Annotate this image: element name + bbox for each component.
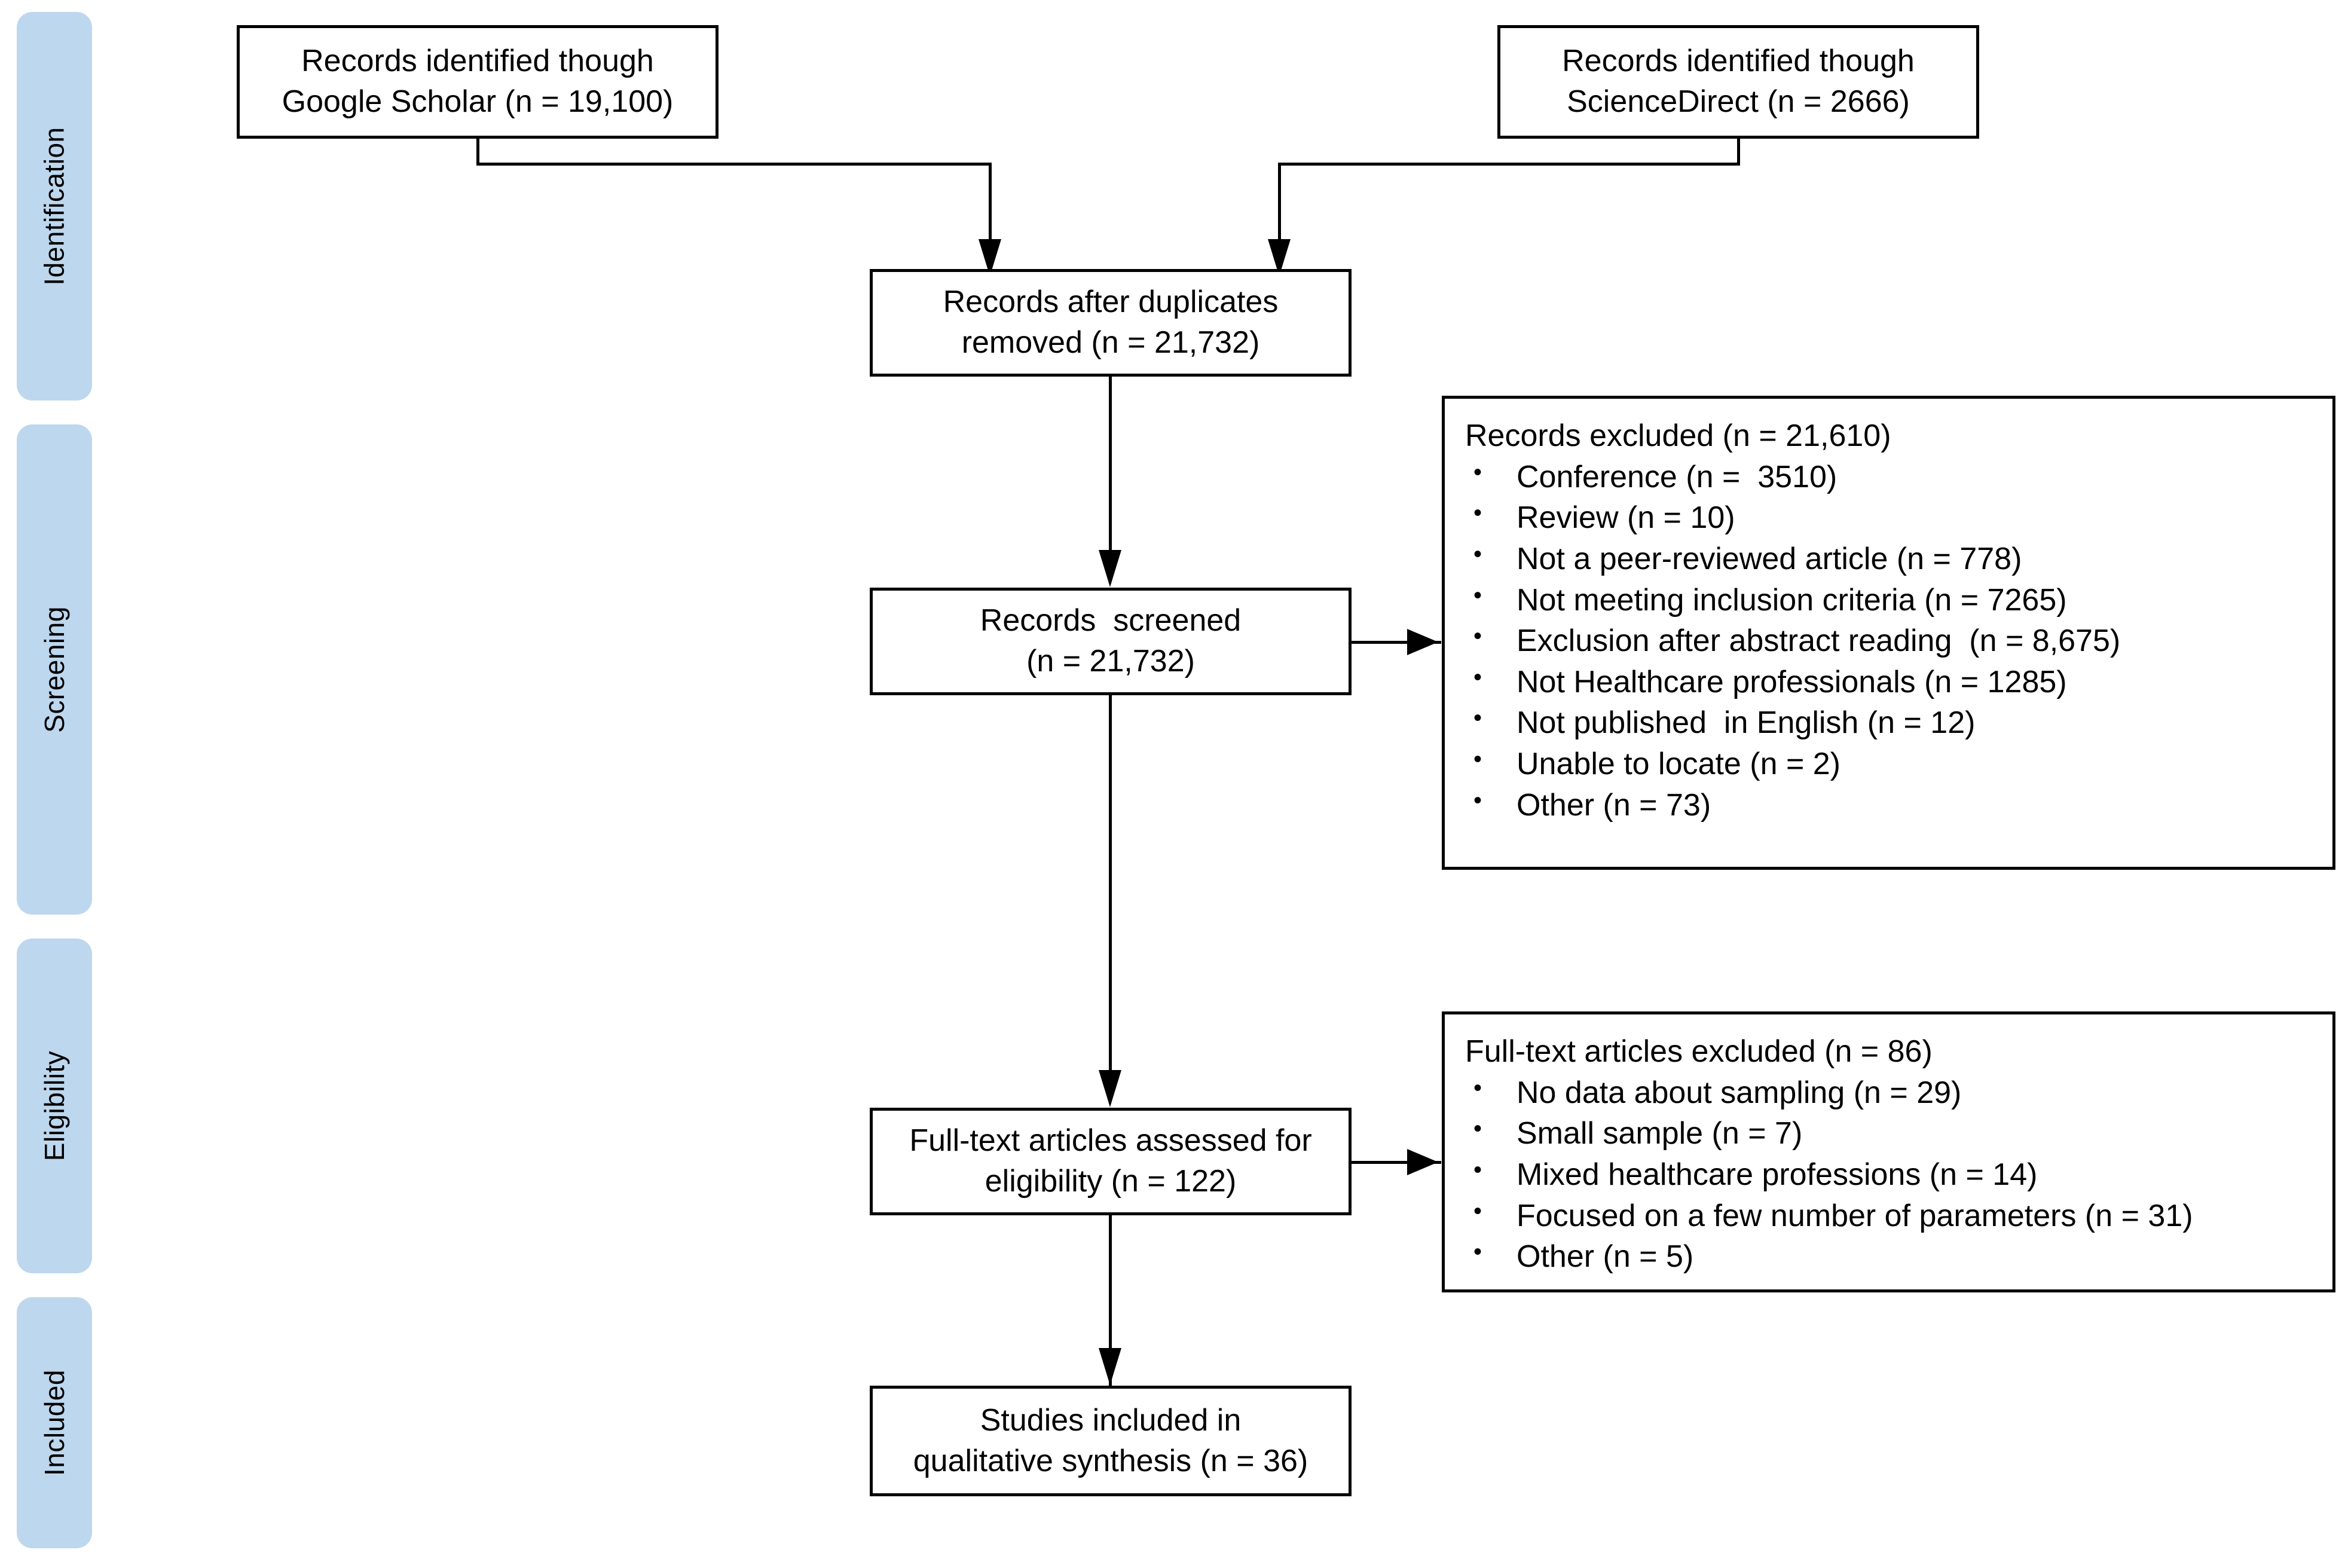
- connector-sciencedirect-descend: [1278, 163, 1281, 240]
- box-line-1: Full-text articles assessed for: [909, 1123, 1312, 1159]
- list-item: Not published in English (n = 12): [1465, 702, 2315, 744]
- list-item: Exclusion after abstract reading (n = 8,…: [1465, 621, 2315, 662]
- box-line-1: Records screened: [980, 603, 1242, 638]
- connector-google-descend: [989, 163, 992, 240]
- box-studies-included-qualitative-synthesis: Studies included in qualitative synthesi…: [870, 1386, 1352, 1496]
- connector-google-drop: [476, 139, 479, 166]
- stage-label-identification: Identification: [39, 127, 70, 286]
- connector-screened-to-excluded: [1352, 641, 1441, 644]
- connector-screened-to-fulltext: [1109, 695, 1112, 1087]
- fulltext-excluded-title: Full-text articles excluded (n = 86): [1465, 1034, 1933, 1069]
- box-line-1: Records identified though: [301, 44, 654, 79]
- stage-bar-screening: Screening: [17, 424, 92, 915]
- list-item: Not a peer-reviewed article (n = 778): [1465, 539, 2315, 580]
- box-fulltext-articles-excluded: Full-text articles excluded (n = 86) No …: [1442, 1011, 2335, 1292]
- list-item: Small sample (n = 7): [1465, 1113, 2315, 1154]
- box-line-1: Records after duplicates: [943, 285, 1279, 320]
- box-records-screened: Records screened (n = 21,732): [870, 588, 1352, 695]
- stage-label-included: Included: [39, 1370, 71, 1476]
- stage-bar-included: Included: [17, 1297, 92, 1548]
- arrowhead-screened-to-excluded: [1407, 629, 1438, 655]
- arrowhead-fulltext-to-excluded: [1407, 1149, 1438, 1175]
- arrowhead-screened-to-fulltext: [1099, 1070, 1121, 1107]
- connector-sciencedirect-drop: [1737, 139, 1740, 166]
- list-item: Focused on a few number of parameters (n…: [1465, 1196, 2315, 1237]
- stage-bar-identification: Identification: [17, 12, 92, 401]
- records-excluded-list: Conference (n = 3510) Review (n = 10) No…: [1465, 457, 2315, 826]
- box-fulltext-assessed-for-eligibility: Full-text articles assessed for eligibil…: [870, 1108, 1352, 1215]
- list-item: Other (n = 73): [1465, 785, 2315, 826]
- connector-sciencedirect-horizontal: [1278, 163, 1740, 166]
- box-records-after-duplicates-removed: Records after duplicates removed (n = 21…: [870, 269, 1352, 377]
- box-records-identified-google-scholar: Records identified though Google Scholar…: [237, 25, 719, 139]
- box-line-2: Google Scholar (n = 19,100): [282, 84, 674, 119]
- connector-fulltext-to-excluded: [1352, 1161, 1441, 1164]
- stage-bar-eligibility: Eligibility: [17, 939, 92, 1273]
- list-item: No data about sampling (n = 29): [1465, 1072, 2315, 1114]
- connector-fulltext-to-included: [1109, 1215, 1112, 1392]
- arrowhead-fulltext-to-included: [1099, 1348, 1121, 1385]
- connector-duplicates-to-screened: [1109, 377, 1112, 553]
- box-line-2: ScienceDirect (n = 2666): [1567, 84, 1910, 119]
- list-item: Conference (n = 3510): [1465, 457, 2315, 498]
- stage-label-eligibility: Eligibility: [39, 1050, 71, 1162]
- list-item: Not Healthcare professionals (n = 1285): [1465, 662, 2315, 703]
- stage-label-screening: Screening: [39, 606, 71, 733]
- box-line-2: qualitative synthesis (n = 36): [913, 1443, 1308, 1478]
- box-line-2: (n = 21,732): [1026, 644, 1195, 678]
- list-item: Other (n = 5): [1465, 1236, 2315, 1277]
- list-item: Review (n = 10): [1465, 497, 2315, 539]
- connector-google-horizontal: [476, 163, 992, 166]
- list-item: Not meeting inclusion criteria (n = 7265…: [1465, 580, 2315, 621]
- box-records-identified-sciencedirect: Records identified though ScienceDirect …: [1497, 25, 1979, 139]
- records-excluded-title: Records excluded (n = 21,610): [1465, 418, 1891, 453]
- box-line-1: Studies included in: [980, 1402, 1242, 1438]
- box-line-2: eligibility (n = 122): [985, 1164, 1237, 1199]
- list-item: Mixed healthcare professions (n = 14): [1465, 1154, 2315, 1196]
- fulltext-excluded-list: No data about sampling (n = 29) Small sa…: [1465, 1072, 2315, 1277]
- box-records-excluded: Records excluded (n = 21,610) Conference…: [1442, 396, 2335, 870]
- box-line-2: removed (n = 21,732): [961, 325, 1260, 360]
- list-item: Unable to locate (n = 2): [1465, 744, 2315, 785]
- arrowhead-duplicates-to-screened: [1099, 550, 1121, 587]
- box-line-1: Records identified though: [1562, 44, 1915, 79]
